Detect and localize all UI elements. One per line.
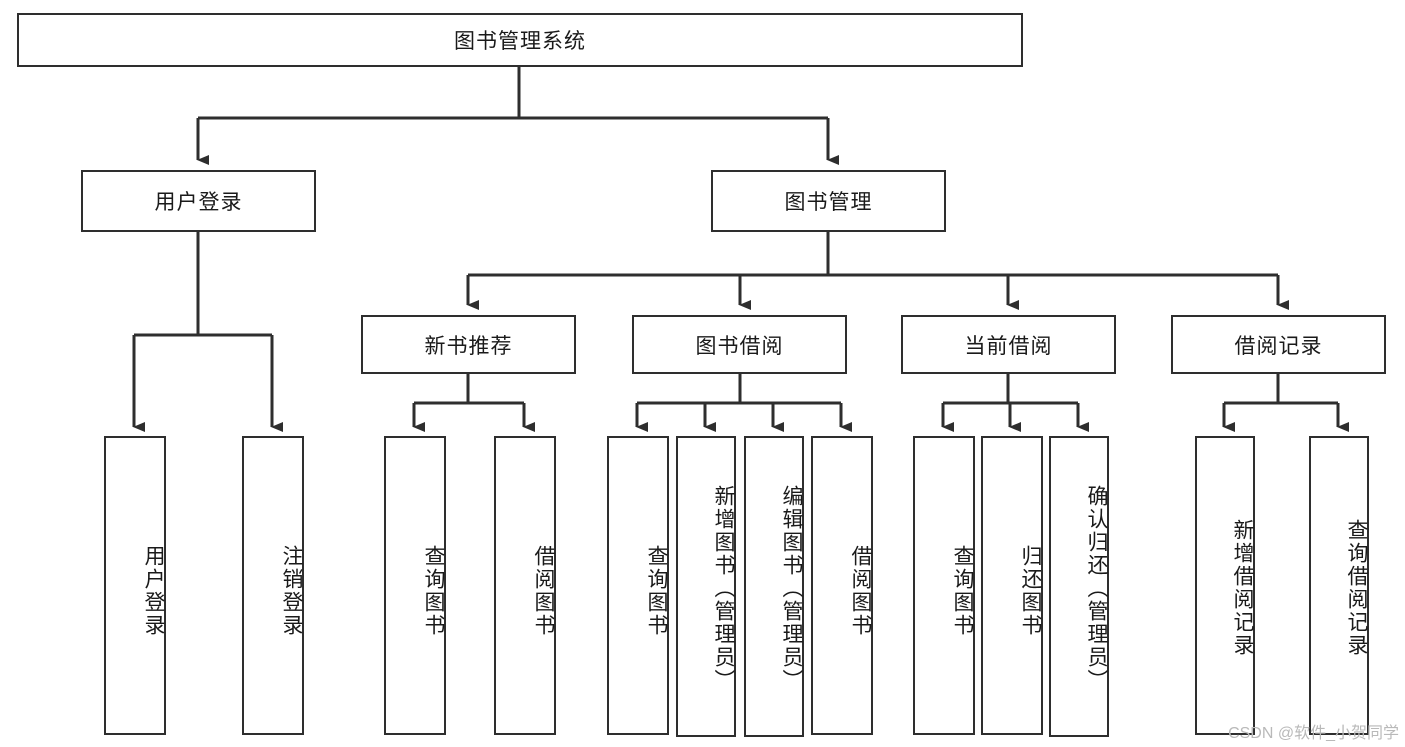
node-leaf-8-label: 借阅图书 xyxy=(849,544,872,637)
node-leaf-2-label: 注销登录 xyxy=(280,544,303,637)
node-root-label: 图书管理系统 xyxy=(454,30,586,53)
node-leaf-1[interactable]: 用户登录 xyxy=(104,436,166,735)
node-leaf-7-label: 编辑图书（管理员） xyxy=(780,485,803,692)
node-leaf-10-label: 归还图书 xyxy=(1019,544,1042,637)
node-leaf-11[interactable]: 确认归还（管理员） xyxy=(1049,436,1109,737)
node-leaf-3-label: 查询图书 xyxy=(422,544,445,637)
node-leaf-9-label: 查询图书 xyxy=(951,544,974,637)
node-current-borrow-label: 当前借阅 xyxy=(964,334,1053,358)
node-book-manage[interactable]: 图书管理 xyxy=(711,170,946,232)
node-leaf-13-label: 查询借阅记录 xyxy=(1345,518,1368,657)
node-leaf-6[interactable]: 新增图书（管理员） xyxy=(676,436,736,737)
node-book-borrow-label: 图书借阅 xyxy=(695,334,784,358)
node-leaf-3[interactable]: 查询图书 xyxy=(384,436,446,735)
node-leaf-5[interactable]: 查询图书 xyxy=(607,436,669,735)
node-leaf-7[interactable]: 编辑图书（管理员） xyxy=(744,436,804,737)
node-root[interactable]: 图书管理系统 xyxy=(17,13,1023,67)
node-leaf-8[interactable]: 借阅图书 xyxy=(811,436,873,735)
node-leaf-4-label: 借阅图书 xyxy=(532,544,555,637)
node-leaf-10[interactable]: 归还图书 xyxy=(981,436,1043,735)
node-leaf-12-label: 新增借阅记录 xyxy=(1231,518,1254,657)
node-new-book-rec[interactable]: 新书推荐 xyxy=(361,315,576,374)
node-book-borrow[interactable]: 图书借阅 xyxy=(632,315,847,374)
node-borrow-record[interactable]: 借阅记录 xyxy=(1171,315,1386,374)
node-leaf-12[interactable]: 新增借阅记录 xyxy=(1195,436,1255,735)
node-leaf-1-label: 用户登录 xyxy=(142,544,165,637)
node-leaf-4[interactable]: 借阅图书 xyxy=(494,436,556,735)
csdn-watermark: CSDN @软件_小贺同学 xyxy=(1228,725,1399,742)
node-book-manage-label: 图书管理 xyxy=(784,191,873,214)
node-user-login-label: 用户登录 xyxy=(154,191,243,214)
node-leaf-11-label: 确认归还（管理员） xyxy=(1085,485,1108,692)
node-user-login[interactable]: 用户登录 xyxy=(81,170,316,232)
node-leaf-6-label: 新增图书（管理员） xyxy=(712,485,735,692)
node-leaf-2[interactable]: 注销登录 xyxy=(242,436,304,735)
node-borrow-record-label: 借阅记录 xyxy=(1234,334,1323,358)
node-current-borrow[interactable]: 当前借阅 xyxy=(901,315,1116,374)
node-new-book-rec-label: 新书推荐 xyxy=(424,334,513,358)
node-leaf-9[interactable]: 查询图书 xyxy=(913,436,975,735)
node-leaf-5-label: 查询图书 xyxy=(645,544,668,637)
node-leaf-13[interactable]: 查询借阅记录 xyxy=(1309,436,1369,735)
